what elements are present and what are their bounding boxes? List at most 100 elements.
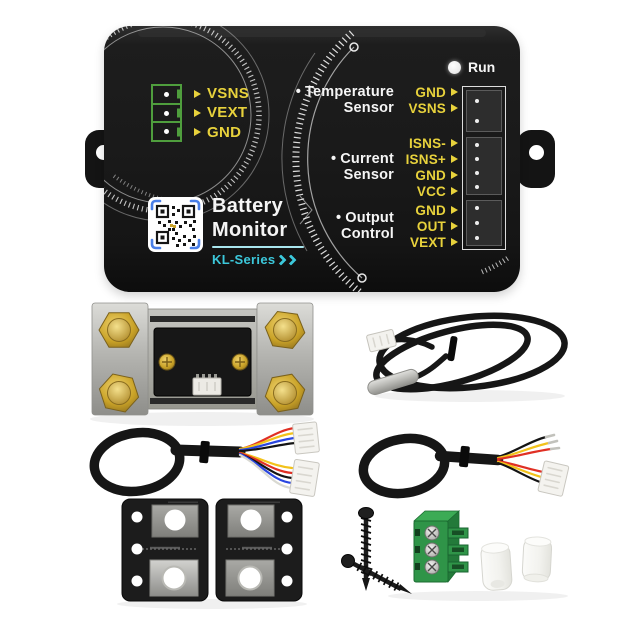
arrow-right-icon [194, 128, 201, 137]
pin-row: VCC [402, 183, 458, 199]
pin-dot [164, 129, 169, 135]
port-label-row: VEXT [194, 103, 249, 122]
arrow-right-icon [451, 187, 458, 195]
spacer [480, 542, 513, 591]
pin-row: GND [402, 167, 458, 183]
port-cell [153, 105, 182, 124]
left-port-connector [151, 84, 182, 142]
shunt-bolt [264, 373, 306, 413]
soft-shadows [90, 390, 568, 609]
pin-dot [475, 143, 479, 147]
series-label: KL-Series [212, 252, 276, 267]
pin-dot [164, 91, 169, 97]
battery-monitor-device: VSNS VEXT GND Run •Temperature Sensor GN… [104, 26, 520, 292]
pin-dot [475, 99, 479, 103]
pin-group-output-control: •Output Control GND OUT VEXT [336, 202, 458, 250]
pin-dot [164, 110, 169, 116]
port-label: GND [207, 123, 242, 141]
wire-harness-right [358, 433, 570, 499]
temperature-probe-cable [366, 312, 568, 396]
pin-groups: •Temperature Sensor GND VSNS •Current Se… [104, 84, 458, 250]
qr-code [148, 197, 203, 252]
screw [358, 507, 374, 591]
arrow-right-icon [451, 139, 458, 147]
shunt-connector [192, 374, 222, 396]
port-tab [177, 127, 182, 137]
plate-hole [281, 575, 293, 587]
arrow-right-icon [194, 89, 201, 98]
pin-label: GND [415, 202, 446, 218]
pin-label: GND [415, 167, 446, 183]
pin-dot [475, 157, 479, 161]
plate-pad [149, 559, 199, 597]
brand-line2: Monitor [212, 219, 288, 241]
harness-connector [537, 460, 570, 497]
side-connector [462, 86, 506, 250]
pin-row: VEXT [402, 234, 458, 250]
mounting-plate-left [121, 498, 209, 602]
pin-label: VSNS [408, 100, 446, 116]
pin-row: GND [402, 84, 458, 100]
pin-label: OUT [416, 218, 446, 234]
plate-hole [131, 511, 143, 523]
connector-slab [466, 137, 502, 195]
shunt-bolt [264, 310, 306, 350]
pin-dot [475, 119, 479, 123]
probe-connector [366, 329, 397, 353]
brand-divider [212, 246, 304, 248]
plate-pad [227, 504, 275, 538]
shunt-end-plate [256, 302, 314, 416]
run-led-icon [448, 60, 461, 74]
pin-group-temperature-sensor: •Temperature Sensor GND VSNS [296, 84, 458, 116]
group-label-line1: Current [340, 151, 394, 167]
screws [341, 507, 412, 594]
plate-hole [131, 543, 143, 555]
port-cell [153, 86, 182, 105]
pin-list: ISNS- ISNS+ GND VCC [402, 135, 458, 199]
connector-slab [466, 90, 502, 132]
shunt-bolt [98, 373, 140, 413]
plate-hole [281, 511, 293, 523]
plate-hole [281, 543, 293, 555]
left-port-labels: VSNS VEXT GND [194, 84, 249, 142]
shunt-bolt [98, 312, 140, 348]
pin-label: VEXT [409, 234, 446, 250]
cable-tie [447, 336, 458, 362]
plate-pad [225, 559, 275, 597]
pin-list: GND OUT VEXT [402, 202, 458, 250]
pin-list: GND VSNS [402, 84, 458, 116]
port-tab [177, 89, 182, 99]
mounting-plates [121, 498, 303, 602]
port-label: VSNS [207, 85, 250, 103]
port-tab [177, 108, 182, 118]
pin-row: VSNS [402, 100, 458, 116]
terminal-pin-fin [447, 527, 469, 573]
arrow-right-icon [451, 88, 458, 96]
mount-ear-right [517, 130, 555, 188]
group-label-line1: Temperature [305, 84, 394, 100]
port-cell [153, 123, 182, 140]
pin-dot [475, 171, 479, 175]
arrow-right-icon [451, 238, 458, 246]
arrow-right-icon [451, 222, 458, 230]
pin-dot [475, 235, 479, 240]
terminal-screw [424, 525, 440, 575]
cable-tie [459, 445, 470, 468]
brand-line1: Battery [212, 195, 284, 217]
spacers [480, 536, 553, 591]
brand-area: Battery Monitor KL-Series [212, 194, 304, 267]
port-label-row: VSNS [194, 84, 249, 103]
probe-tip [367, 368, 419, 396]
pin-row: GND [402, 202, 458, 218]
terminal-block [412, 510, 469, 584]
device-lid-edge [138, 29, 486, 37]
bullet-icon: • [330, 151, 337, 167]
pin-group-current-sensor: •Current Sensor ISNS- ISNS+ GND VCC [331, 135, 458, 199]
pin-label: GND [415, 84, 446, 100]
arrow-right-icon [451, 155, 458, 163]
arrow-right-icon [451, 104, 458, 112]
pin-dot [475, 220, 479, 225]
pin-label: ISNS- [408, 135, 446, 151]
arrow-right-icon [451, 171, 458, 179]
